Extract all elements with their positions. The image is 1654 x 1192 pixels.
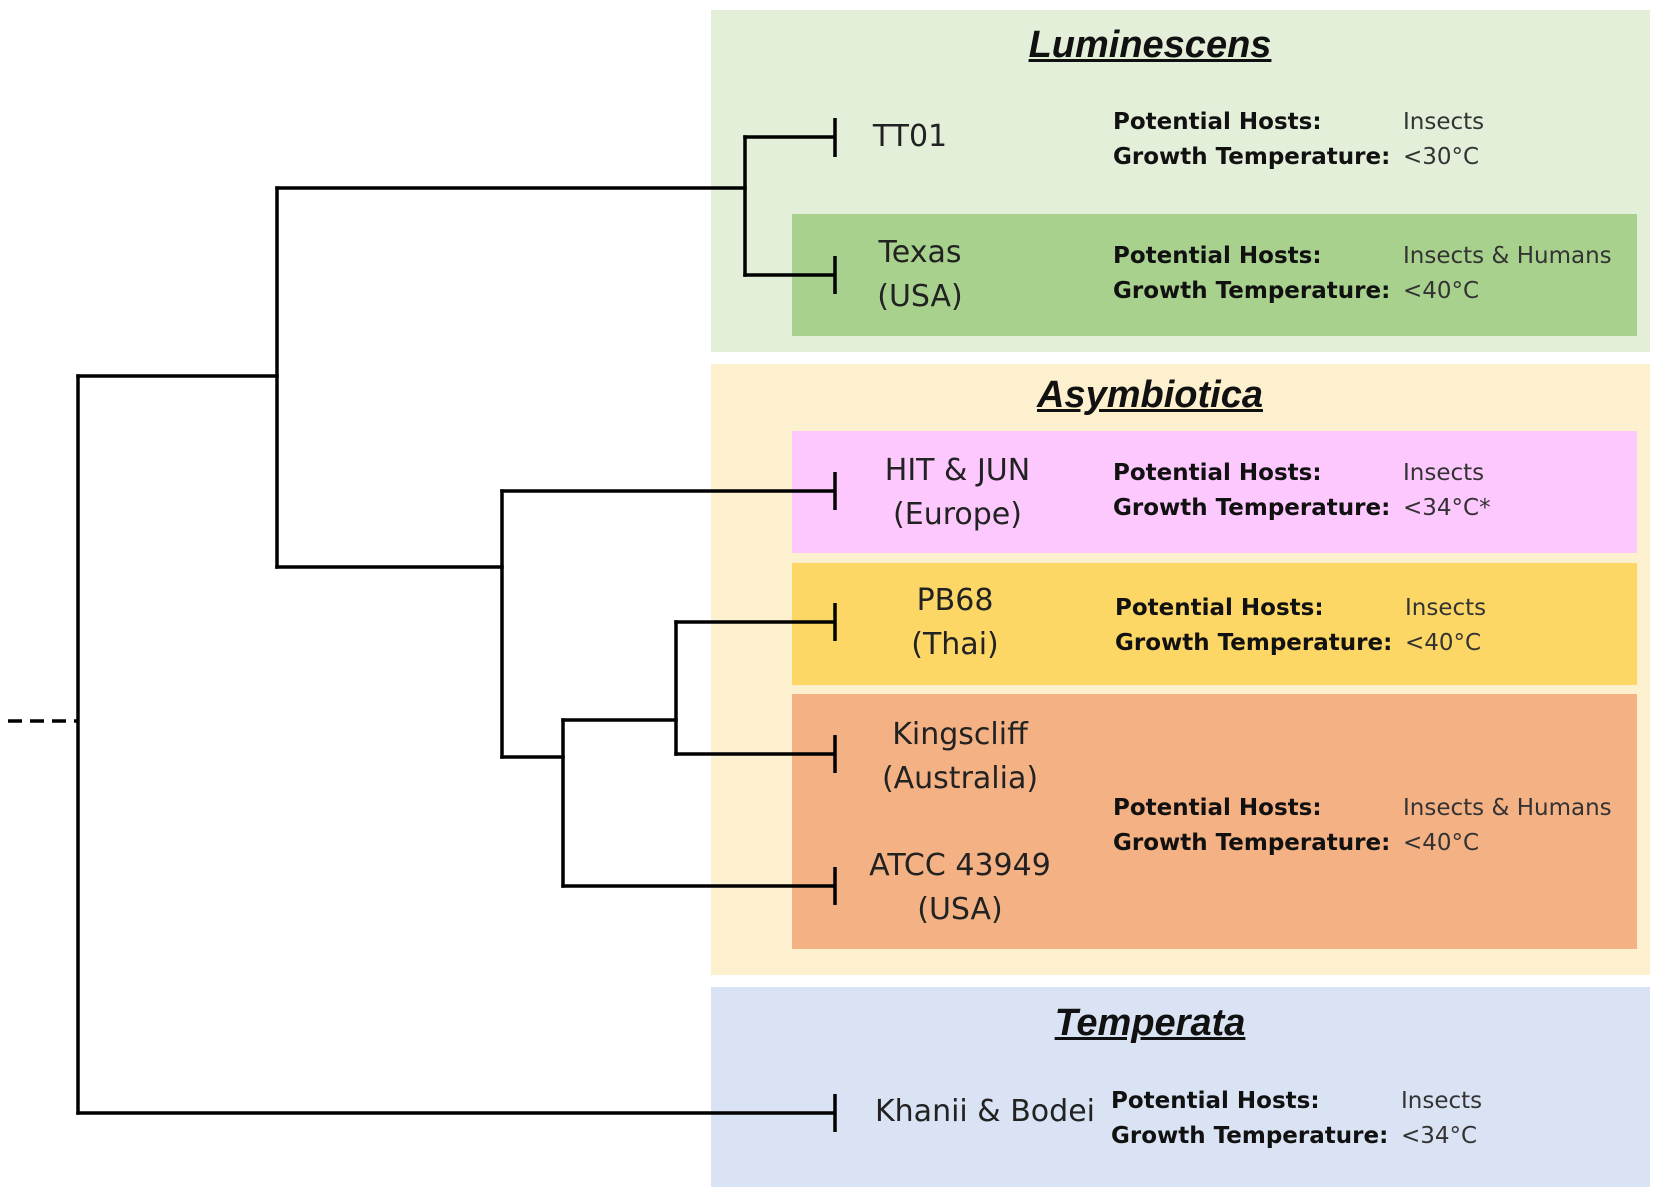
hosts-label: Potential Hosts: — [1113, 460, 1322, 486]
temp-label: Growth Temperature: — [1113, 144, 1391, 170]
strain-origin: (Thai) — [911, 627, 999, 662]
temp-value: <34°C — [1401, 1123, 1478, 1149]
strain-label-khanii-bodei: Khanii & Bodei — [870, 1090, 1100, 1134]
strain-box-kingscliff-atcc — [792, 694, 1637, 949]
hosts-value: Insects & Humans — [1403, 795, 1612, 821]
strain-label-hit-jun: HIT & JUN (Europe) — [850, 449, 1065, 537]
hosts-label: Potential Hosts: — [1111, 1088, 1320, 1114]
group-panel-temperata — [711, 987, 1650, 1187]
strain-label-texas: Texas (USA) — [840, 231, 1000, 319]
temp-value: <40°C — [1405, 630, 1482, 656]
temp-value: <34°C* — [1403, 495, 1491, 521]
group-title-asymbiotica: Asymbiotica — [1037, 374, 1263, 416]
strain-box-texas — [792, 214, 1637, 336]
strain-origin: (Australia) — [881, 761, 1039, 796]
strain-label-tt01: TT01 — [850, 115, 970, 159]
strain-name: TT01 — [872, 119, 948, 154]
hosts-value: Insects — [1405, 595, 1487, 621]
strain-box-hit-jun — [792, 431, 1637, 553]
hosts-value: Insects — [1401, 1088, 1483, 1114]
hosts-label: Potential Hosts: — [1115, 595, 1324, 621]
info-khanii-bodei: Potential Hosts: Insects Growth Temperat… — [1111, 1084, 1631, 1154]
strain-name: Texas — [878, 235, 962, 270]
strain-origin: (USA) — [877, 279, 963, 314]
group-title-luminescens: Luminescens — [1028, 24, 1272, 66]
hosts-value: Insects — [1403, 460, 1485, 486]
temp-label: Growth Temperature: — [1115, 630, 1393, 656]
strain-origin: (USA) — [917, 892, 1003, 927]
strain-name: HIT & JUN — [884, 453, 1031, 488]
temp-label: Growth Temperature: — [1113, 830, 1391, 856]
strain-label-kingscliff: Kingscliff (Australia) — [850, 713, 1070, 801]
info-pb68: Potential Hosts: Insects Growth Temperat… — [1115, 591, 1635, 661]
hosts-label: Potential Hosts: — [1113, 109, 1322, 135]
strain-box-pb68 — [792, 563, 1637, 685]
strain-name: Khanii & Bodei — [875, 1094, 1095, 1129]
strain-name: Kingscliff — [892, 717, 1028, 752]
info-kingscliff-atcc: Potential Hosts: Insects & Humans Growth… — [1113, 791, 1633, 861]
hosts-label: Potential Hosts: — [1113, 795, 1322, 821]
strain-label-atcc: ATCC 43949 (USA) — [850, 844, 1070, 932]
temp-value: <30°C — [1403, 144, 1480, 170]
hosts-value: Insects — [1403, 109, 1485, 135]
strain-name: PB68 — [916, 583, 994, 618]
temp-label: Growth Temperature: — [1113, 495, 1391, 521]
hosts-label: Potential Hosts: — [1113, 243, 1322, 269]
temp-value: <40°C — [1403, 830, 1480, 856]
group-title-temperata: Temperata — [1054, 1002, 1246, 1044]
strain-origin: (Europe) — [893, 497, 1022, 532]
info-tt01: Potential Hosts: Insects Growth Temperat… — [1113, 105, 1633, 175]
temp-label: Growth Temperature: — [1111, 1123, 1389, 1149]
info-hit-jun: Potential Hosts: Insects Growth Temperat… — [1113, 456, 1633, 526]
temp-value: <40°C — [1403, 278, 1480, 304]
strain-label-pb68: PB68 (Thai) — [855, 579, 1055, 667]
info-texas: Potential Hosts: Insects & Humans Growth… — [1113, 239, 1633, 309]
temp-label: Growth Temperature: — [1113, 278, 1391, 304]
hosts-value: Insects & Humans — [1403, 243, 1612, 269]
strain-name: ATCC 43949 — [869, 848, 1051, 883]
